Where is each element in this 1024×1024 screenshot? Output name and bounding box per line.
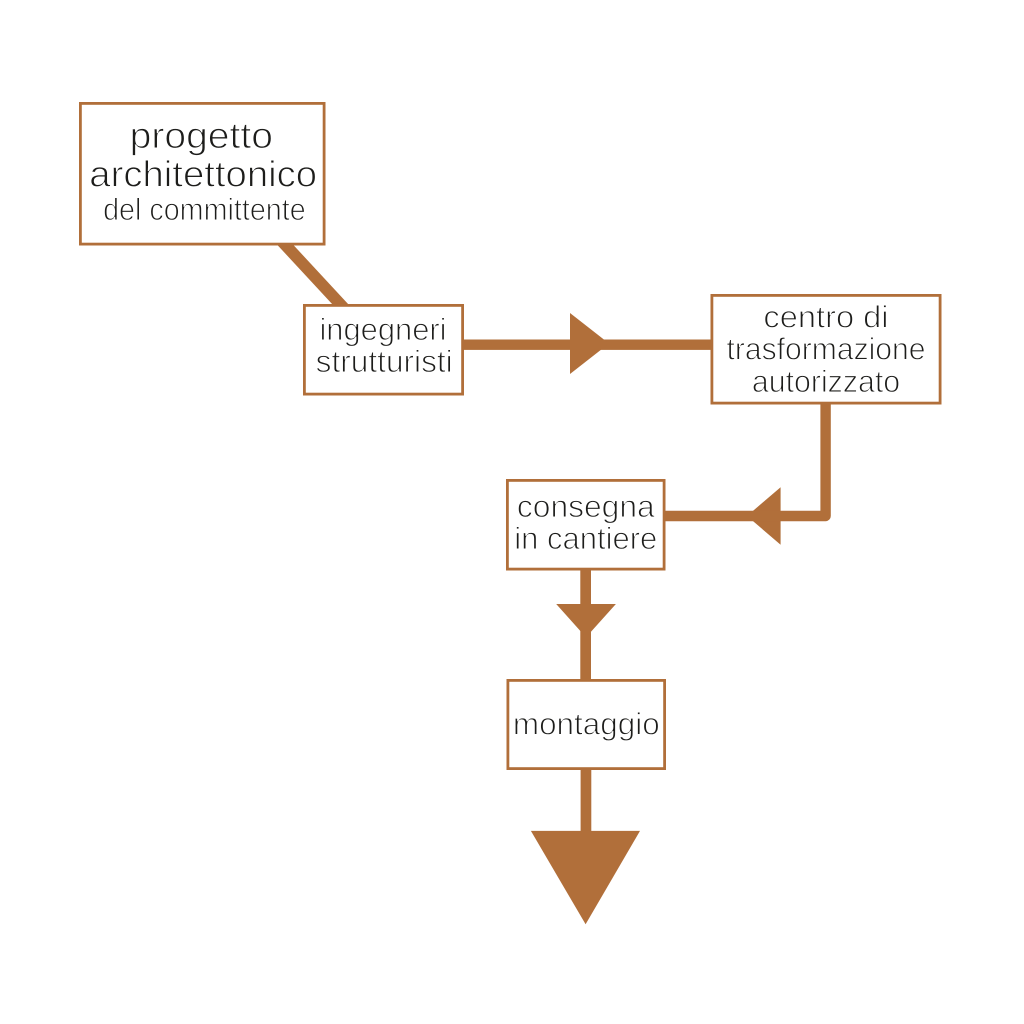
svg-text:progetto: progetto — [130, 115, 273, 156]
svg-text:architettonico: architettonico — [89, 153, 317, 194]
svg-text:centro di: centro di — [763, 299, 888, 334]
svg-text:consegna: consegna — [517, 489, 656, 524]
svg-text:ingegneri: ingegneri — [319, 312, 446, 347]
svg-text:montaggio: montaggio — [513, 707, 660, 742]
svg-text:trasformazione: trasformazione — [727, 332, 926, 367]
svg-text:strutturisti: strutturisti — [316, 344, 453, 379]
svg-text:in cantiere: in cantiere — [514, 521, 657, 556]
svg-text:del committente: del committente — [103, 192, 306, 227]
svg-text:autorizzato: autorizzato — [752, 364, 900, 399]
